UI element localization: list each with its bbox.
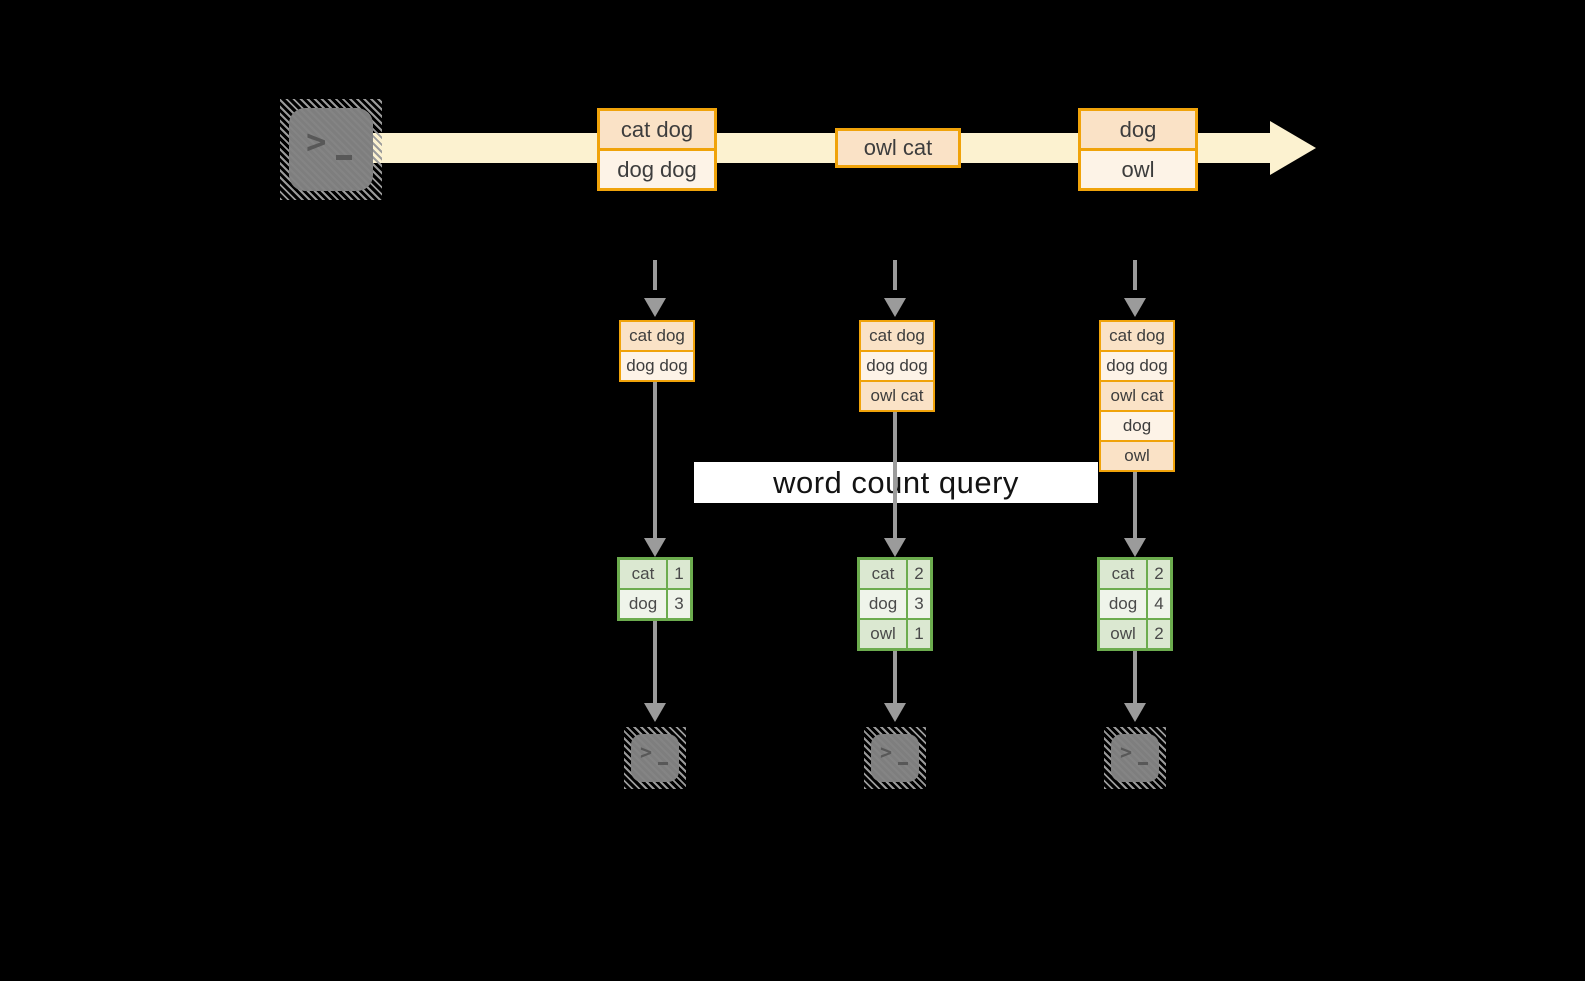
count-word: cat [1100, 560, 1146, 588]
state-box-2: cat dog dog dog owl cat [859, 320, 935, 412]
count-table-3: cat 2 dog 4 owl 2 [1097, 557, 1173, 651]
state-item: cat dog [1101, 322, 1173, 350]
event-item: dog dog [600, 151, 714, 188]
event-box-2: owl cat [835, 128, 961, 168]
event-item: dog [1081, 111, 1195, 148]
sink-terminal-icon-2: > [864, 727, 926, 789]
terminal-body: > [631, 734, 679, 782]
count-word: owl [860, 620, 906, 648]
flow-arrow-line [1133, 651, 1137, 705]
terminal-cursor-icon [1138, 762, 1148, 765]
flow-arrow-line [893, 651, 897, 705]
count-value: 3 [668, 590, 690, 618]
count-word: owl [1100, 620, 1146, 648]
event-item: owl [1081, 151, 1195, 188]
state-item: cat dog [621, 322, 693, 350]
state-box-3: cat dog dog dog owl cat dog owl [1099, 320, 1175, 472]
flow-arrow-head-icon [1124, 703, 1146, 722]
state-item: owl cat [861, 382, 933, 410]
state-item: owl [1101, 442, 1173, 470]
source-terminal-icon: > [280, 99, 382, 200]
count-value: 3 [908, 590, 930, 618]
flow-arrow-line [893, 412, 897, 540]
event-box-1: cat dog dog dog [597, 108, 717, 191]
count-word: cat [860, 560, 906, 588]
state-box-1: cat dog dog dog [619, 320, 695, 382]
state-item: dog dog [621, 352, 693, 380]
count-value: 2 [908, 560, 930, 588]
dashed-arrow-line [893, 260, 897, 290]
dashed-arrow-head-icon [644, 298, 666, 317]
state-item: dog dog [1101, 352, 1173, 380]
terminal-cursor-icon [336, 155, 352, 160]
terminal-prompt-icon: > [1120, 740, 1133, 764]
dashed-arrow-line [653, 260, 657, 290]
count-word: cat [620, 560, 666, 588]
count-word: dog [1100, 590, 1146, 618]
state-item: dog [1101, 412, 1173, 440]
count-table-2: cat 2 dog 3 owl 1 [857, 557, 933, 651]
flow-arrow-line [653, 621, 657, 705]
event-box-3: dog owl [1078, 108, 1198, 191]
event-item: cat dog [600, 111, 714, 148]
dashed-arrow-head-icon [1124, 298, 1146, 317]
terminal-prompt-icon: > [640, 740, 653, 764]
count-value: 1 [908, 620, 930, 648]
state-item: dog dog [861, 352, 933, 380]
flow-arrow-line [1133, 472, 1137, 540]
state-item: owl cat [1101, 382, 1173, 410]
dashed-arrow-line [1133, 260, 1137, 290]
count-value: 2 [1148, 620, 1170, 648]
flow-arrow-head-icon [1124, 538, 1146, 557]
count-value: 2 [1148, 560, 1170, 588]
terminal-prompt-icon: > [306, 122, 327, 162]
terminal-cursor-icon [898, 762, 908, 765]
flow-arrow-head-icon [884, 538, 906, 557]
dashed-arrow-head-icon [884, 298, 906, 317]
count-word: dog [860, 590, 906, 618]
terminal-cursor-icon [658, 762, 668, 765]
count-word: dog [620, 590, 666, 618]
flow-arrow-line [653, 382, 657, 540]
sink-terminal-icon-3: > [1104, 727, 1166, 789]
flow-arrow-head-icon [644, 538, 666, 557]
terminal-prompt-icon: > [880, 740, 893, 764]
terminal-body: > [289, 108, 373, 191]
count-value: 1 [668, 560, 690, 588]
terminal-body: > [871, 734, 919, 782]
stream-arrow-head-icon [1270, 121, 1316, 175]
event-item: owl cat [838, 131, 958, 165]
count-value: 4 [1148, 590, 1170, 618]
flow-arrow-head-icon [884, 703, 906, 722]
flow-arrow-head-icon [644, 703, 666, 722]
sink-terminal-icon-1: > [624, 727, 686, 789]
state-item: cat dog [861, 322, 933, 350]
terminal-body: > [1111, 734, 1159, 782]
count-table-1: cat 1 dog 3 [617, 557, 693, 621]
